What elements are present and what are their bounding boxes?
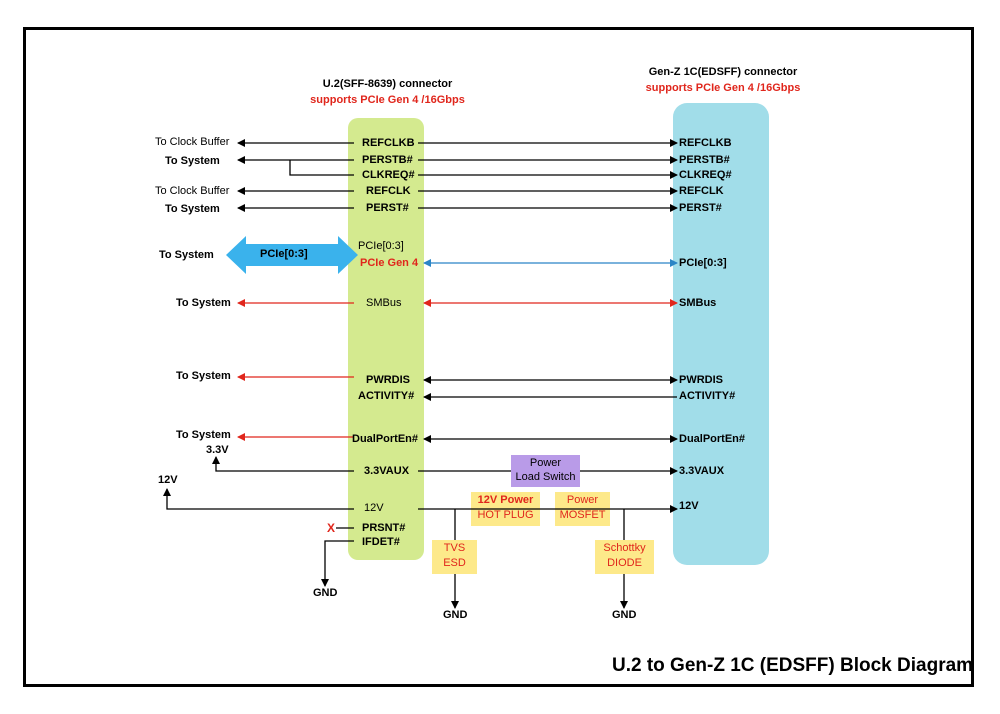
load-switch-box — [511, 455, 580, 487]
genz-12v: 12V — [679, 500, 699, 512]
u2-perst: PERST# — [366, 202, 409, 214]
u2-prsnt: PRSNT# — [362, 522, 406, 534]
genz-smbus: SMBus — [679, 297, 717, 309]
diagram-title: U.2 to Gen-Z 1C (EDSFF) Block Diagram — [612, 655, 974, 676]
hotplug-line1: 12V Power — [477, 494, 534, 506]
label-3v3: 3.3V — [206, 444, 229, 456]
label-clock-buffer-2: To Clock Buffer — [155, 185, 230, 197]
schottky-box — [595, 540, 654, 574]
genz-refclkb: REFCLKB — [679, 137, 732, 149]
line-ifdet-gnd — [321, 540, 354, 587]
gnd-tvs: GND — [443, 609, 468, 621]
label-system-dualport: To System — [176, 429, 231, 441]
u2-perstb: PERSTB# — [362, 154, 413, 166]
tvs-line1: TVS — [443, 542, 466, 554]
prsnt-x-mark: X — [327, 521, 336, 535]
u2-ifdet: IFDET# — [362, 536, 400, 548]
u2-clkreq: CLKREQ# — [362, 169, 415, 181]
u2-support: supports PCIe Gen 4 /16Gbps — [310, 94, 465, 106]
schottky-line2: DIODE — [607, 557, 642, 569]
genz-pwrdis: PWRDIS — [679, 374, 723, 386]
schottky-line1: Schottky — [603, 542, 646, 554]
load-switch-label: Power Load Switch — [511, 456, 580, 484]
label-12v: 12V — [158, 474, 178, 486]
u2-12v: 12V — [364, 502, 384, 514]
genz-clkreq: CLKREQ# — [679, 169, 732, 181]
u2-pcie-gen: PCIe Gen 4 — [360, 257, 419, 269]
tvs-box — [432, 540, 477, 574]
label-system-perst: To System — [165, 203, 220, 215]
load-switch-line1: Power — [529, 457, 562, 469]
u2-dualport: DualPortEn# — [352, 433, 419, 445]
gnd-ifdet: GND — [313, 587, 338, 599]
diagram-frame — [23, 27, 974, 687]
u2-refclk: REFCLK — [366, 185, 411, 197]
gnd-schottky: GND — [612, 609, 637, 621]
label-system-pcie: To System — [159, 249, 214, 261]
hotplug-line2: HOT PLUG — [477, 509, 534, 521]
genz-refclk: REFCLK — [679, 185, 724, 197]
mosfet-line2: MOSFET — [559, 509, 606, 521]
genz-connector-box — [673, 103, 769, 565]
u2-activity: ACTIVITY# — [358, 390, 415, 402]
mosfet-line1: Power — [566, 494, 599, 506]
u2-refclkb: REFCLKB — [362, 137, 415, 149]
u2-header: U.2(SFF-8639) connector — [322, 78, 453, 90]
line-12v-left — [163, 488, 354, 510]
hotplug-label: 12V Power HOT PLUG — [471, 493, 540, 523]
genz-support: supports PCIe Gen 4 /16Gbps — [645, 82, 801, 94]
label-system-smbus: To System — [176, 297, 231, 309]
u2-pwrdis: PWRDIS — [366, 374, 410, 386]
label-pcie-arrow: PCIe[0:3] — [260, 248, 308, 260]
genz-dualport: DualPortEn# — [679, 433, 746, 445]
label-system-pwrdis: To System — [176, 370, 231, 382]
line-vaux-left — [212, 456, 354, 472]
genz-header: Gen-Z 1C(EDSFF) connector — [648, 66, 798, 78]
genz-activity: ACTIVITY# — [679, 390, 736, 402]
tvs-label: TVS ESD — [432, 541, 477, 571]
tvs-line2: ESD — [443, 557, 466, 569]
genz-vaux: 3.3VAUX — [679, 465, 725, 477]
u2-pcie-lanes: PCIe[0:3] — [358, 240, 404, 252]
mosfet-label: Power MOSFET — [555, 493, 610, 523]
u2-vaux: 3.3VAUX — [364, 465, 410, 477]
pcie-double-arrow — [226, 236, 358, 274]
u2-smbus: SMBus — [366, 297, 402, 309]
label-system-perstb: To System — [165, 155, 220, 167]
schottky-label: Schottky DIODE — [595, 541, 654, 571]
u2-connector-box — [348, 118, 424, 560]
label-clock-buffer-1: To Clock Buffer — [155, 136, 230, 148]
load-switch-line2: Load Switch — [515, 471, 576, 483]
line-clkreq-branch — [289, 160, 354, 176]
genz-perstb: PERSTB# — [679, 154, 730, 166]
genz-perst: PERST# — [679, 202, 722, 214]
genz-pcie: PCIe[0:3] — [679, 257, 727, 269]
